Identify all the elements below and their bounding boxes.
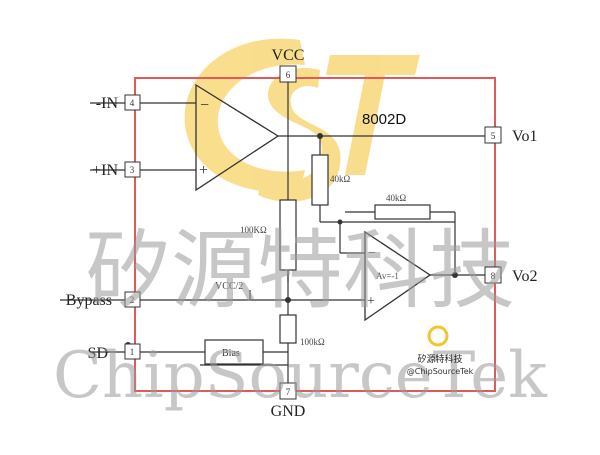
resistor-bias-bottom	[279, 314, 297, 344]
r-bias-bottom-label: 100kΩ	[300, 337, 325, 347]
bias-block: Bias	[204, 339, 264, 365]
amp2-plus-sign: +	[367, 294, 375, 309]
pin-number-in-minus: 4	[130, 98, 135, 108]
pin-number-bypass: 2	[130, 295, 135, 305]
small-logo: 矽源特科技 @ChipSourceTek	[407, 325, 474, 376]
resistors	[279, 154, 431, 344]
watermark-chinese: 矽源特科技	[85, 221, 515, 321]
wires	[60, 80, 485, 388]
pin-label-bypass: Bypass	[66, 292, 112, 309]
pin-number-vo2: 8	[491, 271, 496, 281]
pin-number-gnd: 7	[286, 387, 291, 397]
pin-box-3	[124, 161, 141, 178]
resistor-bias-top	[279, 199, 297, 271]
part-number: 8002D	[362, 111, 406, 128]
amp2-gain-label: Av=-1	[376, 271, 399, 281]
pin-label-sd: SD	[88, 345, 108, 362]
pin-number-vcc: 6	[286, 70, 291, 80]
pin-label-in-plus: +IN	[92, 162, 118, 179]
r-feedback-2-label: 40kΩ	[386, 193, 407, 203]
pin-label-vo2: Vo2	[512, 268, 538, 285]
pin-number-sd: 1	[130, 347, 135, 357]
resistor-feedback-2	[374, 204, 431, 220]
pin-box-2	[124, 291, 141, 308]
pin-box-5	[484, 126, 502, 144]
amp1-plus-sign: +	[199, 162, 208, 179]
pin-box-7	[279, 382, 297, 400]
amp2-minus-sign: −	[368, 246, 376, 261]
pin-label-vcc: VCC	[272, 47, 305, 64]
pin-label-vo1: Vo1	[512, 128, 538, 145]
pin-label-in-minus: -IN	[96, 95, 119, 112]
pin-number-vo1: 5	[491, 131, 496, 141]
resistor-feedback-1	[311, 154, 329, 206]
small-logo-latin: @ChipSourceTek	[407, 367, 474, 376]
pin-box-6	[279, 65, 297, 83]
text-watermark: 矽源特科技 ChipSourceTek	[53, 221, 548, 413]
small-logo-icon	[427, 325, 449, 347]
pin-box-4	[124, 94, 141, 111]
logo-t-shape	[326, 55, 420, 175]
pin-label-gnd: GND	[271, 403, 306, 420]
pin-boxes	[124, 65, 502, 400]
pin-labels: VCC GND -IN +IN Bypass SD Vo1 Vo2	[66, 47, 538, 420]
pin-box-1	[124, 343, 141, 360]
pin-number-in-plus: 3	[130, 165, 135, 175]
r-feedback-1-label: 40kΩ	[330, 174, 351, 184]
vcc-half-label: VCC/2	[215, 281, 243, 292]
watermark-latin: ChipSourceTek	[53, 339, 548, 413]
r-bias-top-label: 100KΩ	[240, 225, 267, 235]
pin-numbers: 6 7 4 3 2 1 5 8	[130, 70, 496, 397]
amplifier-1: − +	[195, 83, 280, 192]
pin-box-8	[484, 266, 502, 284]
chip-outline	[134, 77, 496, 392]
amplifier-2: − + Av=-1	[364, 230, 432, 322]
small-logo-chinese: 矽源特科技	[417, 353, 462, 365]
component-labels: 40kΩ 40kΩ 100KΩ 100kΩ VCC/2	[215, 174, 407, 347]
logo-swoosh	[184, 38, 305, 192]
bias-label: Bias	[222, 348, 240, 359]
amp1-minus-sign: −	[200, 97, 209, 114]
